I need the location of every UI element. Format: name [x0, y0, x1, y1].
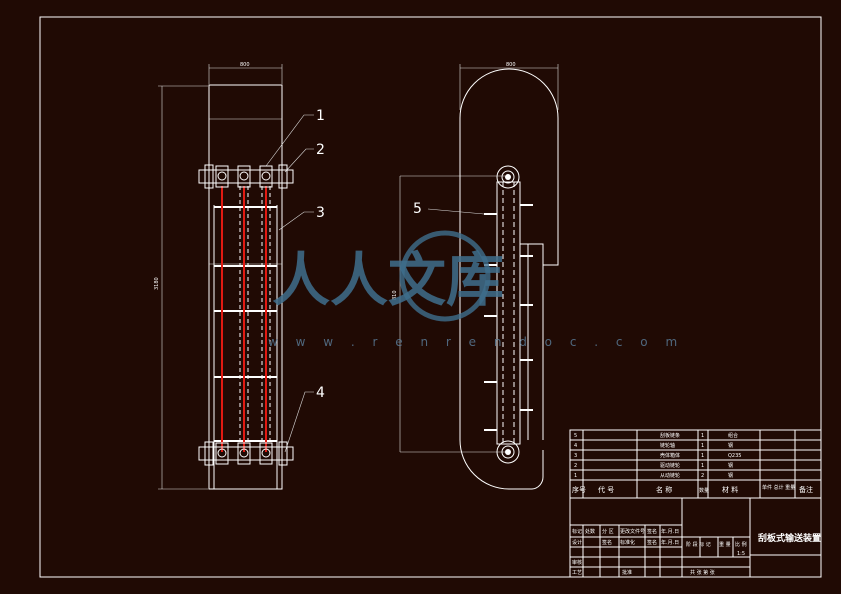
part-material: 组合	[728, 432, 738, 439]
tb-review: 审核	[572, 559, 582, 566]
part-name: 链轮轴	[660, 442, 675, 449]
callout-2: 2	[316, 142, 325, 158]
front-view: 800 3180	[154, 62, 314, 490]
watermark-url: w w w . r e n r e n d o c . c o m	[268, 335, 684, 349]
header-weight: 单件 总计 重量	[762, 484, 795, 491]
drawing-title: 刮板式输送装置	[758, 532, 821, 544]
tb-approve: 批准	[622, 569, 632, 576]
part-no: 1	[574, 473, 577, 479]
parts-list: 5 刮板链条 1 组合 4 链轮轴 1 钢 3 壳体箱体 1 Q235 2 驱动…	[569, 429, 822, 499]
part-material: 钢	[728, 462, 733, 469]
watermark-text: 人人文库	[272, 246, 504, 314]
part-no: 3	[574, 453, 577, 459]
tb-change-doc: 更改文件号	[620, 528, 645, 535]
part-qty: 1	[701, 463, 704, 469]
side-view: 800 810	[392, 62, 559, 490]
part-qty: 1	[701, 443, 704, 449]
top-sprocket	[496, 165, 520, 189]
header-name: 名 称	[656, 485, 672, 494]
front-width-dim: 800	[240, 62, 250, 68]
part-no: 2	[574, 463, 577, 469]
front-casing	[208, 84, 283, 490]
part-no: 5	[574, 433, 577, 439]
header-qty: 数量	[699, 487, 709, 494]
part-qty: 1	[701, 433, 704, 439]
part-qty: 2	[701, 473, 704, 479]
part-name: 刮板链条	[660, 432, 680, 439]
bottom-shaft	[198, 446, 294, 461]
side-height-dim: 810	[392, 290, 398, 300]
tb-design-sign: 签名	[602, 539, 612, 546]
top-shaft	[198, 169, 294, 184]
tb-stage: 阶 段 标 记	[686, 541, 711, 548]
callout-1: 1	[316, 108, 325, 124]
header-remark: 备注	[799, 485, 813, 494]
part-name: 驱动链轮	[660, 462, 680, 469]
part-name: 从动链轮	[660, 472, 680, 479]
side-width-dim: 800	[506, 62, 516, 68]
part-material: Q235	[728, 453, 741, 459]
part-material: 钢	[728, 442, 733, 449]
part-no: 4	[574, 443, 577, 449]
tb-standard-date: 年.月.日	[661, 539, 679, 546]
callout-4: 4	[316, 385, 325, 401]
part-name: 壳体箱体	[660, 452, 680, 459]
header-code: 代 号	[598, 485, 614, 494]
tb-weight: 重 量	[719, 541, 731, 548]
tb-count: 处数	[585, 528, 595, 535]
tb-standard: 标准化	[620, 539, 635, 546]
part-qty: 1	[701, 453, 704, 459]
drawing-frame	[39, 16, 822, 578]
tb-mark: 标记	[572, 528, 582, 535]
tb-process: 工艺	[572, 570, 582, 576]
tb-standard-sign: 签名	[647, 539, 657, 546]
front-height-dim: 3180	[154, 277, 160, 290]
header-seq: 序号	[572, 485, 586, 494]
tb-scale: 1:5	[737, 551, 745, 557]
watermark: 人人文库 w w w . r e n r e n d o c . c o m	[268, 230, 684, 349]
tb-scale-label: 比 例	[735, 541, 747, 548]
chain-housing	[496, 181, 521, 445]
header-material: 材 料	[722, 485, 738, 494]
callout-3: 3	[316, 205, 325, 221]
tb-sign: 签名	[647, 528, 657, 535]
tb-date: 年.月.日	[661, 528, 679, 535]
tb-sheets: 共 张 第 张	[690, 569, 715, 576]
tb-zone: 分 区	[602, 528, 614, 535]
bottom-sprocket	[496, 440, 520, 464]
side-housing	[459, 68, 559, 440]
tb-design: 设计	[572, 539, 582, 546]
part-material: 钢	[728, 472, 733, 479]
callout-5: 5	[413, 201, 422, 217]
title-block: 标记 处数 分 区 更改文件号 签名 年.月.日 设计 签名 标准化 签名 年.…	[569, 497, 822, 578]
